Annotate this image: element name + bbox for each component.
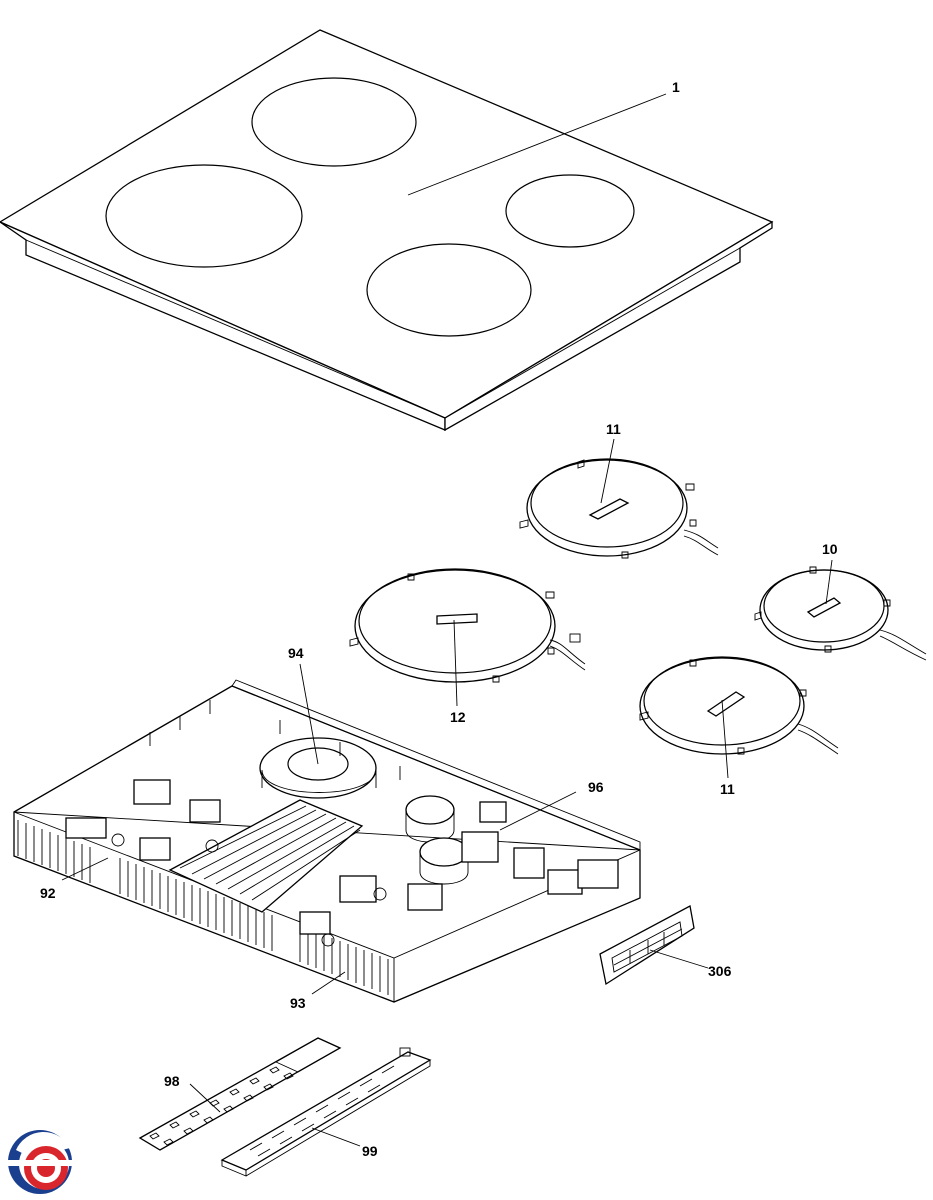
leader-lines (61, 93, 833, 1147)
callout-cooling-fan: 94 (288, 645, 304, 661)
capacitors (405, 795, 469, 885)
glass-cooktop[interactable] (0, 29, 774, 432)
callout-coil-rear: 11 (606, 421, 621, 437)
control-bracket[interactable] (220, 1047, 432, 1177)
induction-coil-rear[interactable] (519, 458, 719, 559)
callout-housing: 92 (40, 885, 56, 901)
board-components (65, 779, 619, 947)
control-keys (149, 1066, 294, 1146)
callout-coil-front-left: 12 (450, 709, 466, 725)
electronics-housing[interactable] (13, 679, 641, 1003)
callout-power-board: 96 (588, 779, 604, 795)
callout-control-board: 98 (164, 1073, 180, 1089)
heatsink-block (168, 799, 364, 913)
induction-coil-front-right[interactable] (639, 656, 839, 755)
callout-coil-front-right: 11 (720, 781, 735, 797)
heatsink-fins (17, 820, 389, 995)
callout-connector-plug: 306 (708, 963, 732, 979)
callout-glass-top: 1 (672, 79, 680, 95)
callout-heatsink: 93 (290, 995, 306, 1011)
control-board[interactable] (138, 1037, 342, 1151)
brand-logo-icon (8, 1130, 78, 1194)
callout-control-bracket: 99 (362, 1143, 378, 1159)
cooling-fan[interactable] (259, 737, 377, 799)
callout-coil-small: 10 (822, 541, 838, 557)
connector-plug[interactable] (599, 905, 695, 986)
induction-coil-small[interactable] (754, 566, 927, 661)
induction-coil-front-left[interactable] (349, 568, 586, 683)
